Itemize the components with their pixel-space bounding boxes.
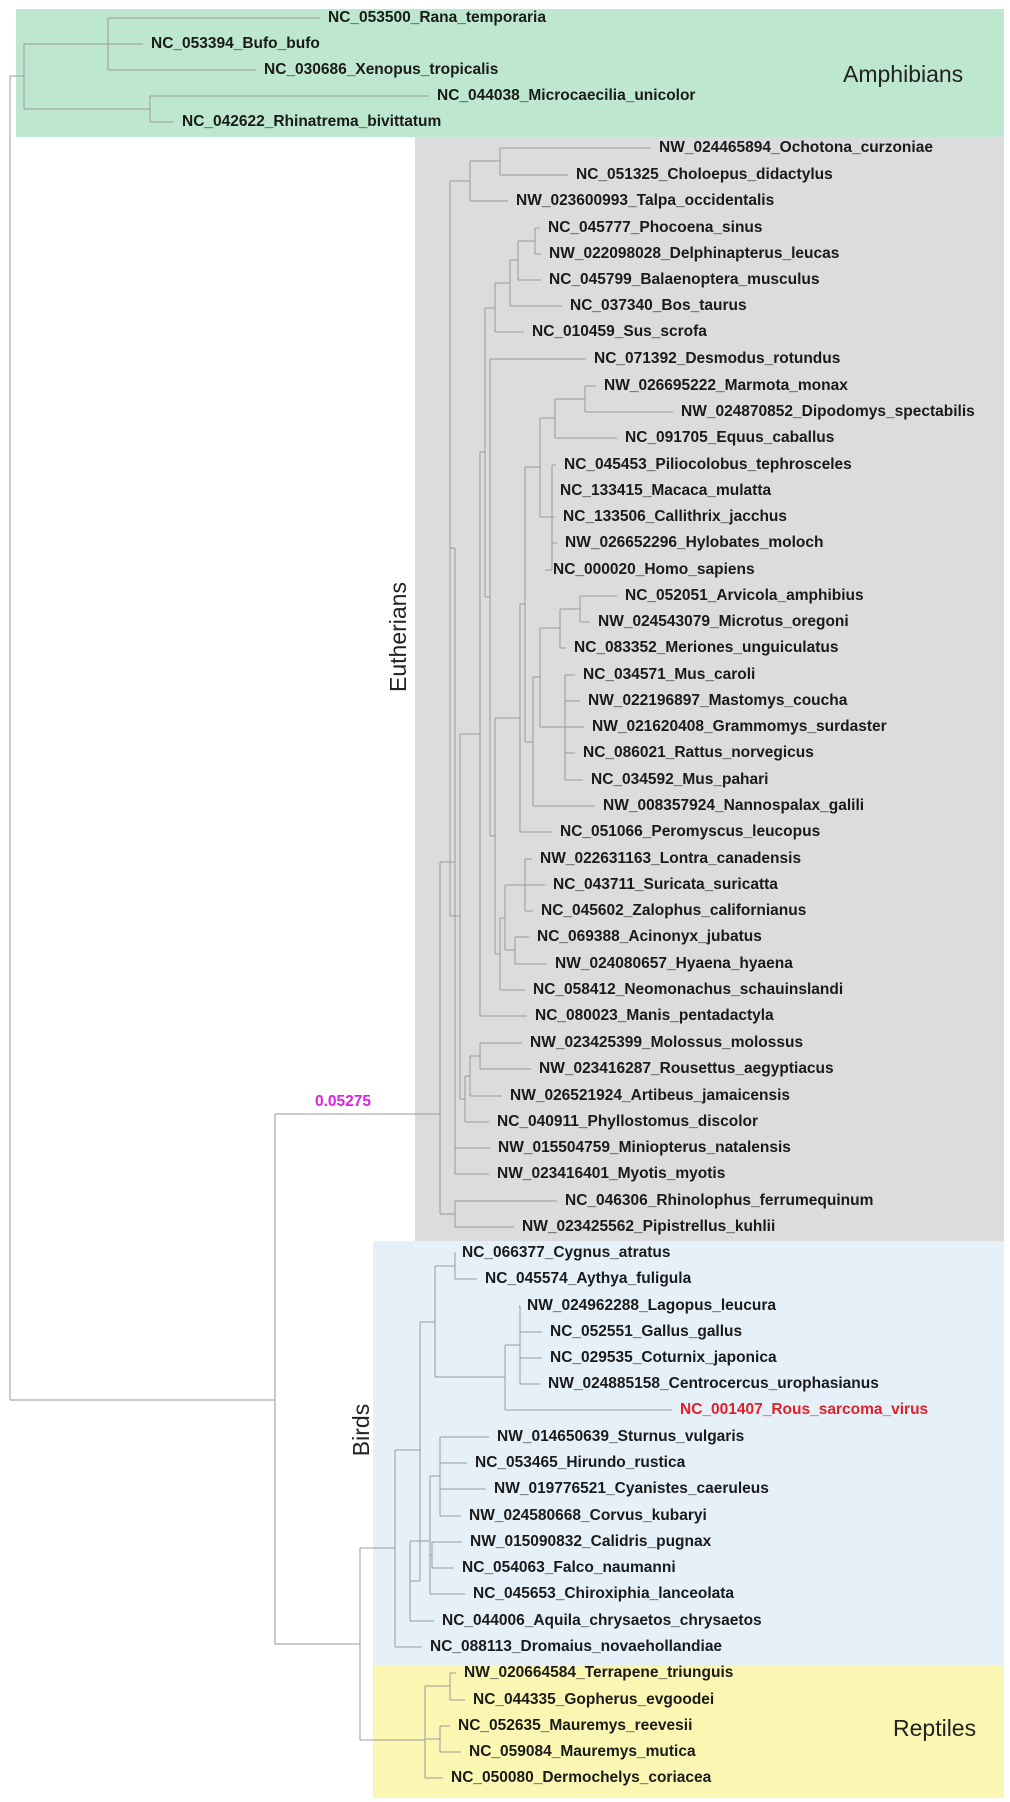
leaf-label: NC_034592_Mus_pahari: [591, 771, 769, 788]
leaf-label: NC_044006_Aquila_chrysaetos_chrysaetos: [442, 1612, 762, 1629]
group-label-eutherians: Eutherians: [385, 582, 411, 692]
leaf-label: NW_026521924_Artibeus_jamaicensis: [510, 1087, 790, 1104]
group-label-amphibians: Amphibians: [843, 61, 963, 87]
leaf-label: NW_023416287_Rousettus_aegyptiacus: [539, 1060, 834, 1077]
leaf-label: NC_053500_Rana_temporaria: [328, 9, 546, 26]
leaf-label: NC_052635_Mauremys_reevesii: [458, 1717, 692, 1734]
leaf-label: NC_045574_Aythya_fuligula: [485, 1270, 692, 1287]
leaf-label: NC_030686_Xenopus_tropicalis: [264, 61, 498, 78]
leaf-label: NC_044335_Gopherus_evgoodei: [473, 1691, 714, 1708]
leaf-label: NC_052051_Arvicola_amphibius: [625, 587, 864, 604]
leaf-label: NW_022196897_Mastomys_coucha: [588, 692, 848, 709]
leaf-label: NC_045602_Zalophus_californianus: [541, 902, 806, 919]
leaf-label: NW_024465894_Ochotona_curzoniae: [659, 139, 933, 156]
leaf-label: NC_037340_Bos_taurus: [570, 297, 747, 314]
leaf-label: NC_053394_Bufo_bufo: [151, 35, 320, 52]
group-box-amphibians: [16, 9, 1004, 137]
group-box-birds: [373, 1241, 1004, 1666]
leaf-label: NC_071392_Desmodus_rotundus: [594, 350, 840, 367]
leaf-label: NC_083352_Meriones_unguiculatus: [574, 639, 838, 656]
leaf-label: NW_019776521_Cyanistes_caeruleus: [494, 1480, 769, 1497]
leaf-label: NC_051325_Choloepus_didactylus: [576, 166, 833, 183]
leaf-label: NC_133506_Callithrix_jacchus: [563, 508, 787, 525]
leaf-label-highlight: NC_001407_Rous_sarcoma_virus: [680, 1401, 928, 1418]
leaf-label: NC_133415_Macaca_mulatta: [560, 482, 771, 499]
leaf-label: NC_069388_Acinonyx_jubatus: [537, 928, 762, 945]
leaf-label: NW_023425399_Molossus_molossus: [530, 1034, 803, 1051]
leaf-label: NC_053465_Hirundo_rustica: [475, 1454, 686, 1471]
leaf-label: NW_023600993_Talpa_occidentalis: [516, 192, 774, 209]
leaf-label: NW_022098028_Delphinapterus_leucas: [549, 245, 839, 262]
leaf-label: NC_045653_Chiroxiphia_lanceolata: [473, 1585, 734, 1602]
leaf-label: NC_042622_Rhinatrema_bivittatum: [182, 113, 441, 130]
leaf-label: NC_059084_Mauremys_mutica: [469, 1743, 696, 1760]
leaf-label: NW_024870852_Dipodomys_spectabilis: [681, 403, 975, 420]
leaf-label: NW_023416401_Myotis_myotis: [497, 1165, 725, 1182]
leaf-label: NW_024080657_Hyaena_hyaena: [555, 955, 793, 972]
leaf-label: NC_045777_Phocoena_sinus: [548, 219, 763, 236]
leaf-label: NW_024543079_Microtus_oregoni: [598, 613, 849, 630]
leaf-label: NW_026695222_Marmota_monax: [604, 377, 848, 394]
leaf-label: NW_015504759_Miniopterus_natalensis: [498, 1139, 791, 1156]
leaf-label: NC_051066_Peromyscus_leucopus: [560, 823, 820, 840]
leaf-label: NC_040911_Phyllostomus_discolor: [497, 1113, 758, 1130]
leaf-label: NC_043711_Suricata_suricatta: [553, 876, 778, 893]
leaf-label: NC_046306_Rhinolophus_ferrumequinum: [565, 1192, 873, 1209]
leaf-label: NW_024885158_Centrocercus_urophasianus: [548, 1375, 879, 1392]
leaf-label: NC_050080_Dermochelys_coriacea: [451, 1769, 712, 1786]
leaf-label: NC_080023_Manis_pentadactyla: [535, 1007, 774, 1024]
leaf-label: NW_026652296_Hylobates_moloch: [565, 534, 823, 551]
group-box-eutherians: [415, 137, 1004, 1241]
leaf-label: NC_066377_Cygnus_atratus: [462, 1244, 671, 1261]
leaf-label: NW_008357924_Nannospalax_galili: [603, 797, 864, 814]
group-label-reptiles: Reptiles: [893, 1715, 976, 1741]
leaf-label: NC_054063_Falco_naumanni: [462, 1559, 676, 1576]
leaf-label: NW_024962288_Lagopus_leucura: [527, 1297, 776, 1314]
leaf-label: NC_052551_Gallus_gallus: [550, 1323, 742, 1340]
leaf-label: NW_021620408_Grammomys_surdaster: [592, 718, 887, 735]
leaf-label: NW_015090832_Calidris_pugnax: [470, 1533, 712, 1550]
leaf-label: NC_010459_Sus_scrofa: [532, 323, 707, 340]
leaf-label: NW_022631163_Lontra_canadensis: [540, 850, 801, 867]
group-label-birds: Birds: [348, 1404, 374, 1456]
leaf-label: NC_086021_Rattus_norvegicus: [583, 744, 814, 761]
support-value-label: 0.05275: [315, 1093, 371, 1110]
leaf-label: NC_034571_Mus_caroli: [583, 666, 755, 683]
leaf-label: NW_020664584_Terrapene_triunguis: [464, 1664, 733, 1681]
leaf-label: NW_023425562_Pipistrellus_kuhlii: [522, 1218, 775, 1235]
leaf-label: NC_058412_Neomonachus_schauinslandi: [533, 981, 843, 998]
leaf-label: NC_088113_Dromaius_novaehollandiae: [430, 1638, 722, 1655]
leaf-label: NC_091705_Equus_caballus: [625, 429, 834, 446]
leaf-label: NC_045799_Balaenoptera_musculus: [549, 271, 820, 288]
leaf-label: NC_045453_Piliocolobus_tephrosceles: [564, 456, 852, 473]
leaf-label: NC_000020_Homo_sapiens: [553, 561, 755, 578]
leaf-label: NW_024580668_Corvus_kubaryi: [469, 1507, 707, 1524]
group-box-reptiles: [373, 1666, 1004, 1798]
leaf-label: NW_014650639_Sturnus_vulgaris: [497, 1428, 744, 1445]
leaf-label: NC_044038_Microcaecilia_unicolor: [437, 87, 695, 104]
leaf-label: NC_029535_Coturnix_japonica: [550, 1349, 777, 1366]
